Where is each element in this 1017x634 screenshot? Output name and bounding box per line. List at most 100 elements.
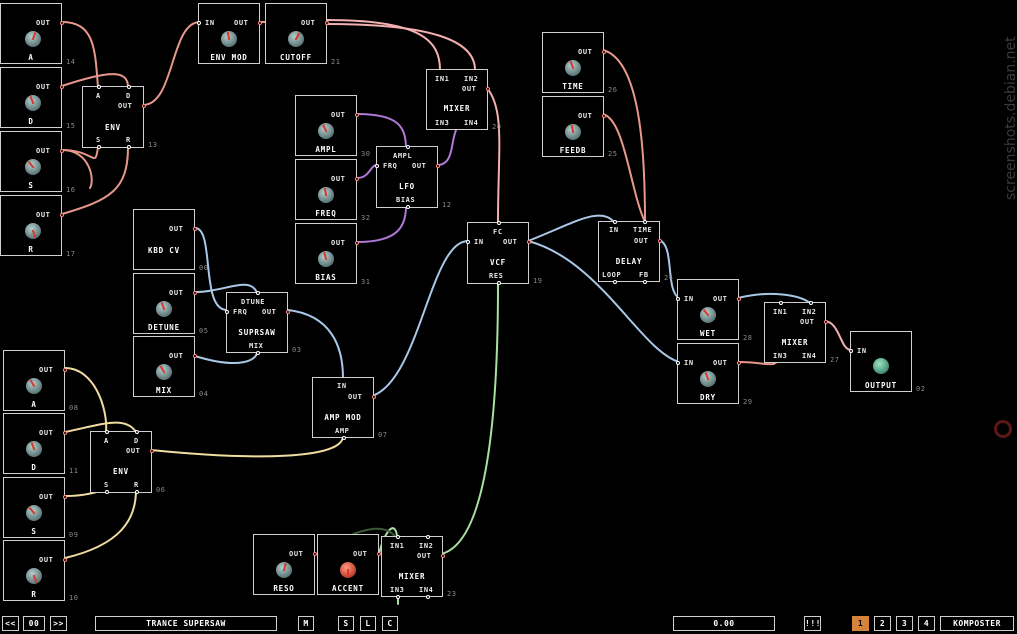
accent-module[interactable]: OUT ACCENT: [317, 534, 381, 595]
out-port[interactable]: [258, 21, 262, 25]
reso-knob[interactable]: [276, 562, 292, 578]
s-button[interactable]: S: [338, 616, 354, 631]
cutoff-knob[interactable]: [288, 31, 304, 47]
out-port[interactable]: [150, 449, 154, 453]
env-module-2[interactable]: A D OUT ENV S R: [90, 430, 154, 494]
out-port[interactable]: [60, 85, 64, 89]
accent-knob[interactable]: [340, 562, 356, 578]
attack-knob[interactable]: [26, 378, 42, 394]
time-knob[interactable]: [565, 60, 581, 76]
dry-knob[interactable]: [700, 371, 716, 387]
out-port[interactable]: [737, 361, 741, 365]
out-port[interactable]: [737, 297, 741, 301]
out-port[interactable]: [372, 395, 376, 399]
out-port[interactable]: [193, 291, 197, 295]
env-mod-module[interactable]: IN OUT ENV MOD: [197, 3, 262, 64]
patch-name-field[interactable]: TRANCE SUPERSAW: [95, 616, 277, 631]
out-port[interactable]: [63, 558, 67, 562]
a-port[interactable]: [97, 85, 101, 89]
in2-port[interactable]: [809, 301, 813, 305]
amp-mod-module[interactable]: IN OUT AMP MOD AMP: [312, 377, 376, 440]
out-port[interactable]: [355, 241, 359, 245]
r-port[interactable]: [127, 145, 131, 149]
time-port[interactable]: [643, 220, 647, 224]
ampl-port[interactable]: [406, 145, 410, 149]
out-port[interactable]: [658, 239, 662, 243]
page-4-button[interactable]: 4: [918, 616, 935, 631]
sustain-knob[interactable]: [25, 159, 41, 175]
s-port[interactable]: [97, 145, 101, 149]
time-module[interactable]: OUT TIME: [542, 32, 606, 93]
supersaw-module[interactable]: DTUNE FRQ OUT SUPRSAW MIX: [225, 291, 290, 355]
out-port[interactable]: [193, 354, 197, 358]
mix-port[interactable]: [256, 351, 260, 355]
dry-module[interactable]: IN OUT DRY: [676, 343, 741, 404]
ampl-module[interactable]: OUT AMPL: [295, 95, 359, 156]
page-3-button[interactable]: 3: [896, 616, 913, 631]
out-port[interactable]: [486, 87, 490, 91]
knob-module-decay-1[interactable]: OUT D: [0, 67, 64, 128]
in-port[interactable]: [613, 220, 617, 224]
knob-module-release-2[interactable]: OUT R: [3, 540, 67, 601]
in-port[interactable]: [466, 240, 470, 244]
out-port[interactable]: [63, 368, 67, 372]
menu-button[interactable]: !!!: [804, 616, 821, 631]
bias-knob[interactable]: [318, 251, 334, 267]
knob-module-decay-2[interactable]: OUT D: [3, 413, 67, 474]
env-module-1[interactable]: A D OUT ENV S R: [82, 85, 146, 149]
out-port[interactable]: [63, 431, 67, 435]
fc-port[interactable]: [497, 221, 501, 225]
in-port[interactable]: [197, 21, 201, 25]
out-port[interactable]: [377, 552, 381, 556]
in4-port[interactable]: [426, 595, 430, 599]
lfo-module[interactable]: AMPL FRQ OUT LFO BIAS: [375, 145, 440, 209]
m-button[interactable]: M: [298, 616, 314, 631]
ampl-knob[interactable]: [318, 123, 334, 139]
freq-module[interactable]: OUT FREQ: [295, 159, 359, 220]
res-port[interactable]: [497, 281, 501, 285]
knob-module-sustain-1[interactable]: OUT S: [0, 131, 64, 192]
forward-button[interactable]: >>: [50, 616, 67, 631]
kbd-cv-module[interactable]: OUT KBD CV: [133, 209, 197, 270]
out-port[interactable]: [824, 320, 828, 324]
r-port[interactable]: [135, 490, 139, 494]
value-display[interactable]: 0.00: [673, 616, 775, 631]
knob-module-sustain-2[interactable]: OUT S: [3, 477, 67, 538]
out-port[interactable]: [60, 21, 64, 25]
s-port[interactable]: [105, 490, 109, 494]
page-2-button[interactable]: 2: [874, 616, 891, 631]
mix-module[interactable]: OUT MIX: [133, 336, 197, 397]
vcf-module[interactable]: FC IN OUT VCF RES: [466, 221, 531, 285]
out-port[interactable]: [441, 554, 445, 558]
knob-module-attack-1[interactable]: OUT A: [0, 3, 64, 64]
out-port[interactable]: [60, 213, 64, 217]
page-1-button[interactable]: 1: [852, 616, 869, 631]
out-port[interactable]: [142, 104, 146, 108]
mixer-module-2[interactable]: IN1 IN2 OUT MIXER IN3 IN4: [764, 301, 828, 363]
feedb-module[interactable]: OUT FEEDB: [542, 96, 606, 157]
rewind-button[interactable]: <<: [2, 616, 19, 631]
decay-knob[interactable]: [25, 95, 41, 111]
out-port[interactable]: [286, 310, 290, 314]
feedb-knob[interactable]: [565, 124, 581, 140]
out-port[interactable]: [63, 495, 67, 499]
out-port[interactable]: [313, 552, 317, 556]
l-button[interactable]: L: [360, 616, 376, 631]
d-port[interactable]: [127, 85, 131, 89]
freq-knob[interactable]: [318, 187, 334, 203]
wet-knob[interactable]: [700, 307, 716, 323]
release-knob[interactable]: [26, 568, 42, 584]
out-port[interactable]: [527, 240, 531, 244]
out-port[interactable]: [355, 113, 359, 117]
frq-port[interactable]: [225, 310, 229, 314]
detune-module[interactable]: OUT DETUNE: [133, 273, 197, 334]
in1-port[interactable]: [779, 301, 783, 305]
mixer-module-1[interactable]: IN1 IN2 OUT MIXER IN3 IN4: [426, 69, 490, 130]
dtune-port[interactable]: [256, 291, 260, 295]
in2-port[interactable]: [426, 535, 430, 539]
bias-module[interactable]: OUT BIAS: [295, 223, 359, 284]
output-knob[interactable]: [873, 358, 889, 374]
in-port[interactable]: [676, 361, 680, 365]
attack-knob[interactable]: [25, 31, 41, 47]
